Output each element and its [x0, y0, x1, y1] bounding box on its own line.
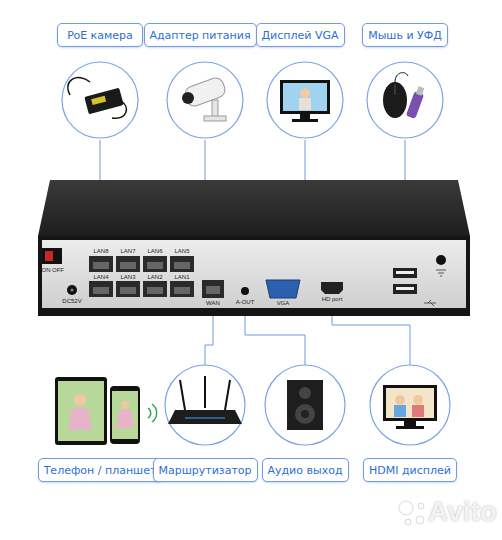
- router: [168, 376, 242, 424]
- port-label: VGA: [277, 300, 290, 306]
- callout-box: Адаптер питания: [144, 23, 257, 47]
- port-label: LAN7: [120, 248, 135, 254]
- bullet-camera: [182, 76, 227, 121]
- callout-box: Дисплей VGA: [256, 23, 345, 47]
- port-label: LAN6: [147, 248, 162, 254]
- callout-box: Мышь и УФД: [362, 23, 448, 47]
- port-label: HD port: [322, 296, 343, 302]
- watermark-logo: [399, 501, 424, 525]
- callout-box: Аудио выход: [262, 458, 349, 482]
- callout-text: Телефон / планшет: [44, 464, 157, 477]
- port-label: OFF: [52, 267, 64, 273]
- watermark: Avito: [428, 498, 497, 526]
- callout-text: Адаптер питания: [149, 29, 250, 42]
- port-label: ON: [42, 267, 51, 273]
- nvr-device: [38, 180, 470, 316]
- port-label: DC52V: [62, 298, 81, 304]
- port-label: LAN5: [174, 248, 189, 254]
- callout-box: Телефон / планшет: [38, 458, 163, 482]
- port-label: A-OUT: [236, 299, 255, 305]
- hdmi-display: [383, 385, 437, 429]
- port-label: LAN1: [174, 274, 189, 280]
- callout-text: HDMI дисплей: [369, 464, 451, 477]
- power-adapter: [68, 78, 127, 119]
- port-label: LAN8: [93, 248, 108, 254]
- vga-monitor: [280, 80, 330, 122]
- speaker: [287, 380, 323, 430]
- callout-box: HDMI дисплей: [363, 458, 457, 482]
- callout-text: Мышь и УФД: [368, 29, 442, 42]
- tablet-and-phone: [55, 377, 157, 445]
- port-label: LAN2: [147, 274, 162, 280]
- callout-text: PoE камера: [67, 29, 133, 42]
- port-label: LAN4: [93, 274, 108, 280]
- port-label: WAN: [206, 300, 220, 306]
- mouse-and-flash: [383, 73, 424, 119]
- callout-box: Маршрутизатор: [153, 458, 258, 482]
- callout-text: Дисплей VGA: [262, 29, 339, 42]
- callout-text: Маршрутизатор: [158, 464, 251, 477]
- callout-box: PoE камера: [57, 23, 143, 47]
- port-label: LAN3: [120, 274, 135, 280]
- callout-text: Аудио выход: [267, 464, 342, 477]
